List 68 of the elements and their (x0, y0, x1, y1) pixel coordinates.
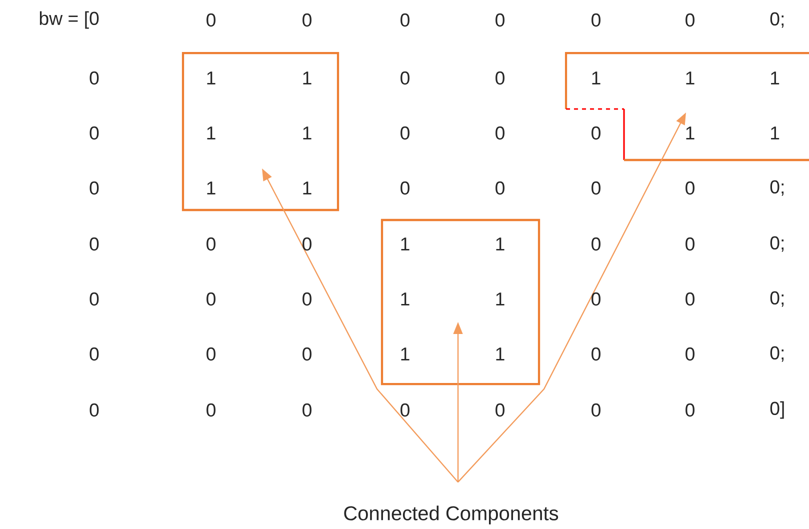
matrix-entry: 0 (90, 181, 99, 195)
matrix-entry: 0 (400, 126, 410, 140)
matrix-entry: 0 (496, 71, 504, 85)
matrix-entry: 0] (770, 401, 784, 419)
matrix-entry: 0 (206, 347, 216, 361)
matrix-entry: 0 (592, 292, 600, 306)
matrix-entry: 0 (400, 403, 410, 417)
matrix-entry: 0 (90, 237, 99, 251)
matrix-entry: 0 (206, 403, 216, 417)
matrix-entry: 1 (401, 238, 410, 250)
matrix-entry: 0 (686, 292, 694, 306)
matrix-entry: 0 (400, 13, 410, 27)
matrix-entry: 0 (206, 13, 216, 27)
matrix-entry: 0 (302, 292, 312, 306)
matrix-entry: 0; (770, 180, 784, 196)
matrix-entry: 0 (90, 126, 99, 140)
matrix-entry: 0 (302, 403, 312, 417)
matrix-entry: 0; (770, 12, 784, 28)
matrix-entry: 0; (770, 236, 784, 252)
matrix-entry: 0 (90, 71, 99, 85)
matrix-entry: 0 (592, 403, 600, 417)
matrix-entry: 0; (770, 346, 784, 362)
matrix-entry: 1 (401, 348, 410, 360)
matrix-entry: 1 (771, 126, 780, 140)
matrix-entry: 0; (770, 291, 784, 307)
matrix-entry: 0 (592, 237, 600, 251)
matrix-entry: 0 (686, 347, 694, 361)
matrix-entry: 0 (592, 13, 600, 27)
matrix-entry: 0 (686, 13, 694, 27)
matrix-entry: 1 (771, 72, 780, 84)
matrix-entry: 1 (496, 292, 504, 306)
region-outline (564, 52, 809, 162)
matrix-entry: 0 (496, 403, 504, 417)
matrix-entry: 1 (207, 72, 216, 84)
caption-text: Connected Components (344, 506, 558, 524)
matrix-entry: 0 (592, 347, 600, 361)
matrix-entry: 0 (400, 71, 410, 85)
matrix-entry: 0 (302, 13, 312, 27)
matrix-entry: 0 (496, 181, 504, 195)
matrix-entry: 0 (400, 181, 410, 195)
matrix-entry: 1 (303, 182, 312, 194)
matrix-entry: 1 (207, 126, 216, 140)
matrix-entry: 0 (302, 237, 312, 251)
matrix-entry: 0 (206, 237, 216, 251)
matrix-entry: 0 (496, 13, 504, 27)
matrix-entry: 0 (90, 403, 99, 417)
matrix-entry: 1 (686, 126, 694, 140)
matrix-entry: 0 (686, 403, 694, 417)
matrix-entry: 1 (401, 292, 410, 306)
matrix-entry: 0 (206, 292, 216, 306)
matrix-entry: 0 (592, 126, 600, 140)
matrix-entry: bw = [0 (40, 11, 99, 29)
matrix-entry: 0 (686, 237, 694, 251)
region-box (380, 218, 540, 386)
matrix-entry: 0 (496, 126, 504, 140)
matrix-entry: 0 (686, 181, 694, 195)
region-box (182, 52, 340, 212)
matrix-entry: 0 (592, 181, 600, 195)
matrix-entry: 1 (303, 126, 312, 140)
matrix-entry: 1 (592, 72, 600, 84)
matrix-entry: 1 (207, 182, 216, 194)
matrix-entry: 1 (496, 348, 504, 360)
matrix-entry: 1 (496, 238, 504, 250)
matrix-entry: 0 (90, 292, 99, 306)
matrix-entry: 1 (686, 72, 694, 84)
matrix-entry: 0 (302, 347, 312, 361)
matrix-entry: 1 (303, 72, 312, 84)
matrix-entry: 0 (90, 347, 99, 361)
